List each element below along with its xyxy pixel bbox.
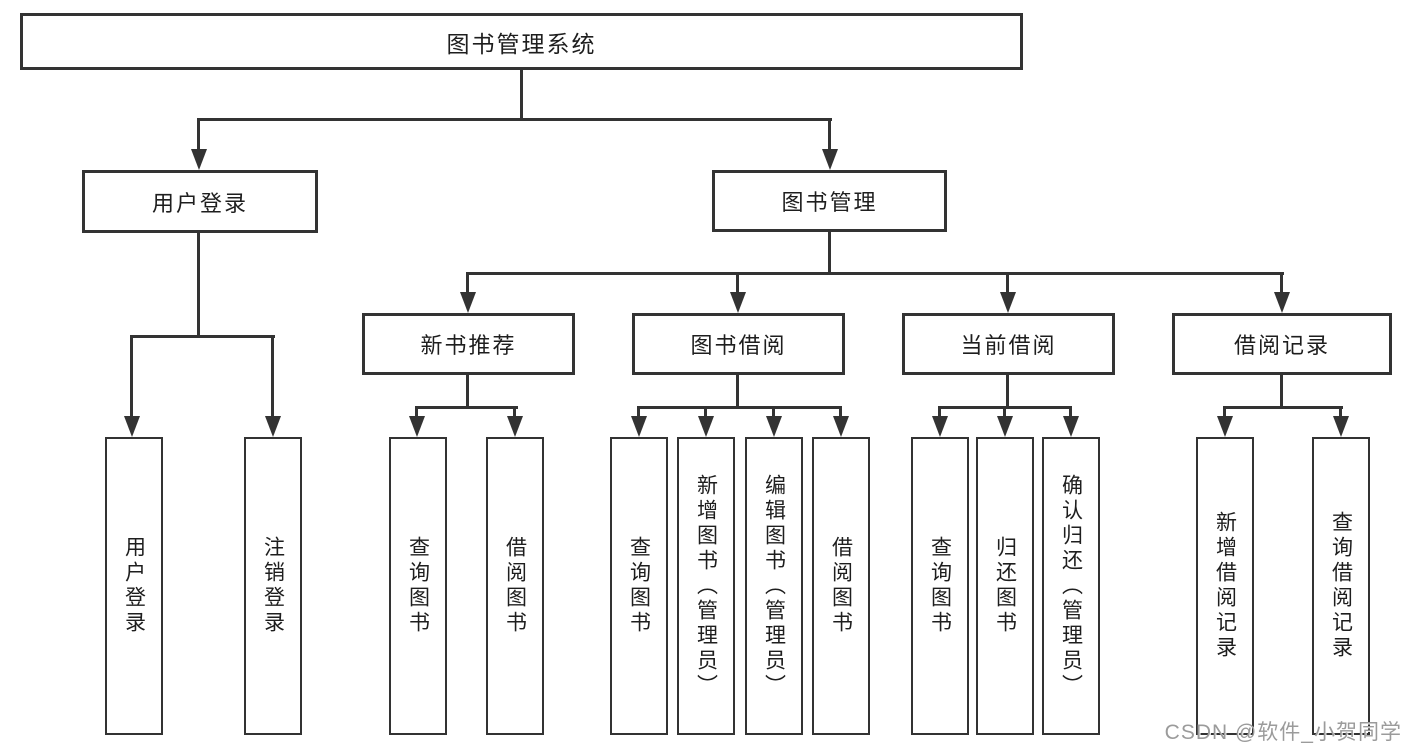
connector-vline	[466, 375, 469, 407]
node-book-borrowing-label: 图书借阅	[690, 333, 787, 358]
connector-vline	[197, 233, 200, 335]
leaf-bb-query-book-label: 查询图书	[627, 536, 651, 636]
connector-vline	[736, 375, 739, 407]
connector-vline	[271, 335, 274, 420]
arrowhead-down-icon	[1063, 416, 1079, 437]
leaf-br-add-record-label: 新增借阅记录	[1213, 511, 1237, 661]
connector-hline	[637, 406, 842, 409]
connector-hline	[466, 272, 1284, 275]
leaf-nb-borrow-book-label: 借阅图书	[503, 536, 527, 636]
leaf-nb-query-book: 查询图书	[389, 437, 447, 735]
connector-hline	[1223, 406, 1343, 409]
node-new-book-recommendation: 新书推荐	[362, 313, 575, 375]
arrowhead-down-icon	[932, 416, 948, 437]
arrowhead-down-icon	[1000, 292, 1016, 313]
node-user-login: 用户登录	[82, 170, 318, 233]
node-current-borrowing-label: 当前借阅	[960, 333, 1057, 358]
arrowhead-down-icon	[730, 292, 746, 313]
connector-vline	[772, 406, 775, 420]
leaf-cb-return-book: 归还图书	[976, 437, 1034, 735]
leaf-bb-edit-book-admin: 编辑图书（管理员）	[745, 437, 803, 735]
leaf-logout-label: 注销登录	[261, 536, 285, 636]
connector-vline	[130, 335, 133, 420]
connector-vline	[1280, 272, 1283, 296]
connector-vline	[1339, 406, 1342, 420]
connector-vline	[197, 118, 200, 153]
connector-vline	[839, 406, 842, 420]
node-book-management-label: 图书管理	[781, 190, 878, 215]
connector-vline	[1003, 406, 1006, 420]
connector-vline	[1069, 406, 1072, 420]
arrowhead-down-icon	[265, 416, 281, 437]
leaf-bb-borrow-book-label: 借阅图书	[829, 536, 853, 636]
leaf-nb-borrow-book: 借阅图书	[486, 437, 544, 735]
leaf-br-add-record: 新增借阅记录	[1196, 437, 1254, 735]
arrowhead-down-icon	[191, 149, 207, 170]
connector-vline	[828, 232, 831, 273]
arrowhead-down-icon	[507, 416, 523, 437]
arrowhead-down-icon	[698, 416, 714, 437]
leaf-cb-query-book-label: 查询图书	[928, 536, 952, 636]
leaf-user-login: 用户登录	[105, 437, 163, 735]
connector-vline	[828, 118, 831, 153]
connector-vline	[415, 406, 418, 420]
connector-hline	[130, 335, 275, 338]
arrowhead-down-icon	[1274, 292, 1290, 313]
leaf-user-login-label: 用户登录	[122, 536, 146, 636]
arrowhead-down-icon	[833, 416, 849, 437]
arrowhead-down-icon	[409, 416, 425, 437]
node-borrowing-records-label: 借阅记录	[1233, 333, 1330, 358]
connector-vline	[1006, 272, 1009, 296]
node-current-borrowing: 当前借阅	[902, 313, 1115, 375]
connector-vline	[1006, 375, 1009, 407]
node-book-borrowing: 图书借阅	[632, 313, 845, 375]
connector-hline	[415, 406, 518, 409]
watermark: CSDN @软件_小贺同学	[1164, 721, 1402, 744]
connector-vline	[513, 406, 516, 420]
connector-hline	[197, 118, 832, 121]
connector-vline	[736, 272, 739, 296]
node-user-login-label: 用户登录	[151, 190, 248, 216]
leaf-cb-confirm-return-admin: 确认归还（管理员）	[1042, 437, 1100, 735]
leaf-cb-confirm-return-admin-label: 确认归还（管理员）	[1059, 473, 1083, 699]
leaf-bb-add-book-admin: 新增图书（管理员）	[677, 437, 735, 735]
node-root-label: 图书管理系统	[446, 30, 597, 57]
leaf-br-query-record-label: 查询借阅记录	[1329, 511, 1353, 661]
leaf-logout: 注销登录	[244, 437, 302, 735]
connector-vline	[704, 406, 707, 420]
connector-vline	[938, 406, 941, 420]
arrowhead-down-icon	[766, 416, 782, 437]
arrowhead-down-icon	[631, 416, 647, 437]
connector-vline	[637, 406, 640, 420]
leaf-bb-edit-book-admin-label: 编辑图书（管理员）	[762, 473, 786, 699]
leaf-bb-query-book: 查询图书	[610, 437, 668, 735]
arrowhead-down-icon	[1217, 416, 1233, 437]
node-borrowing-records: 借阅记录	[1172, 313, 1392, 375]
leaf-nb-query-book-label: 查询图书	[406, 536, 430, 636]
leaf-cb-return-book-label: 归还图书	[993, 536, 1017, 636]
arrowhead-down-icon	[997, 416, 1013, 437]
node-book-management: 图书管理	[712, 170, 947, 232]
leaf-br-query-record: 查询借阅记录	[1312, 437, 1370, 735]
arrowhead-down-icon	[124, 416, 140, 437]
connector-vline	[1223, 406, 1226, 420]
node-new-book-recommendation-label: 新书推荐	[420, 333, 517, 358]
leaf-bb-borrow-book: 借阅图书	[812, 437, 870, 735]
leaf-cb-query-book: 查询图书	[911, 437, 969, 735]
arrowhead-down-icon	[1333, 416, 1349, 437]
leaf-bb-add-book-admin-label: 新增图书（管理员）	[694, 473, 718, 699]
connector-vline	[1280, 375, 1283, 407]
node-root: 图书管理系统	[20, 13, 1023, 70]
arrowhead-down-icon	[822, 149, 838, 170]
connector-vline	[466, 272, 469, 296]
connector-vline	[520, 70, 523, 118]
arrowhead-down-icon	[460, 292, 476, 313]
